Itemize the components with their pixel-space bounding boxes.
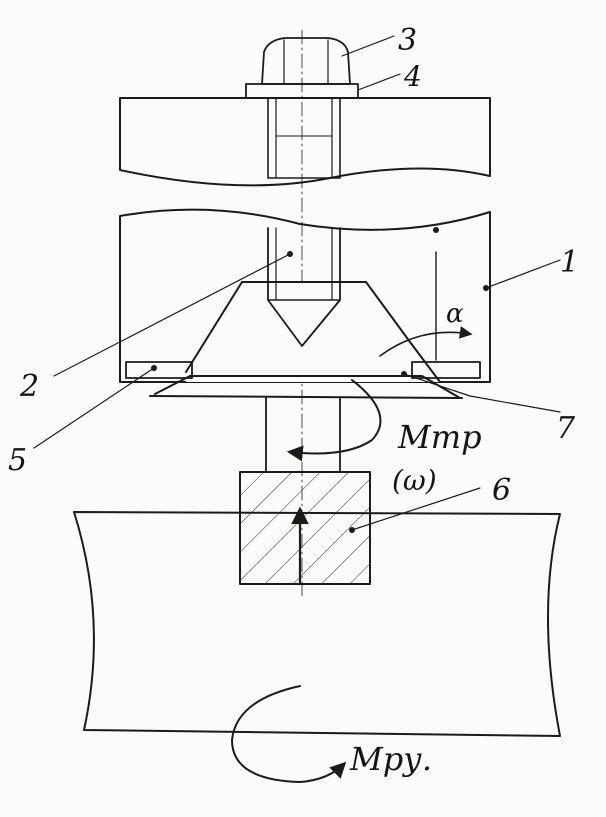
reference-dots [151,227,489,533]
label-mru: Mру. [349,740,432,778]
shaft-neck [265,397,341,473]
label-5: 5 [8,443,27,478]
torque-arrow-mru [231,685,347,783]
label-alpha: α [446,299,464,329]
label-omega: (ω) [392,464,437,497]
top-plate [119,97,491,187]
label-2: 2 [19,369,39,404]
label-mtr: Mтр [397,418,482,456]
torque-arrow-mtr [286,379,382,462]
label-3: 3 [398,23,417,58]
bottom-block-part-6 [73,471,561,737]
leader-lines [33,35,561,531]
label-6: 6 [492,473,511,508]
label-7: 7 [556,411,576,446]
body-part-1 [119,208,491,383]
screw-part-2 [267,227,341,347]
angle-alpha-mark [379,251,473,361]
label-4: 4 [403,60,422,93]
pads-part-5 [125,361,481,379]
label-1: 1 [560,245,579,280]
nut [261,37,351,85]
